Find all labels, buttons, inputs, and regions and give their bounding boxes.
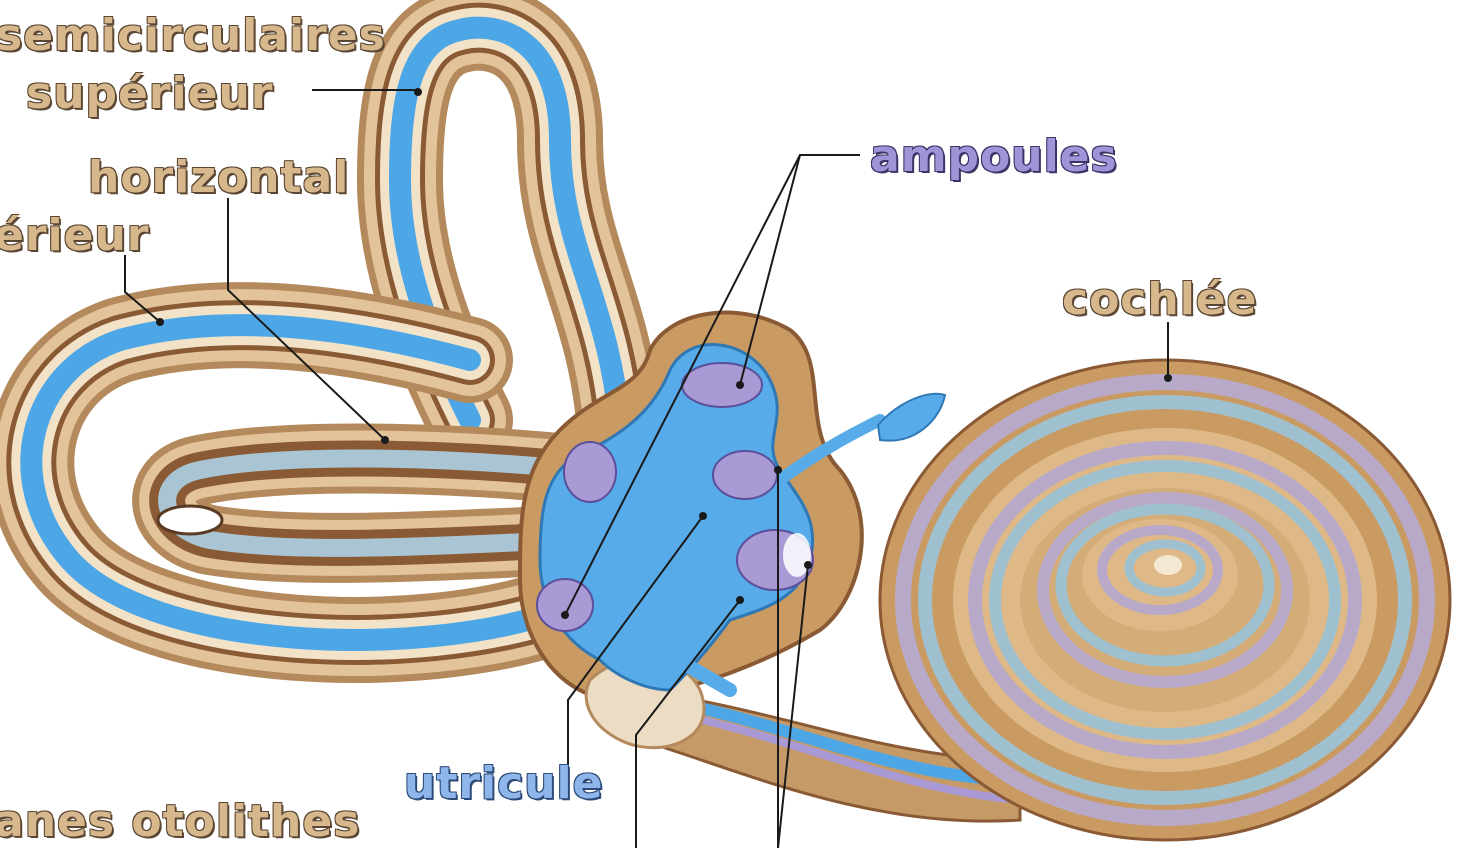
label-otolith-organs: anes otolithes — [0, 800, 360, 844]
label-superior: supérieur — [26, 72, 274, 116]
label-posterior: érieur — [0, 214, 150, 258]
horizontal-canal — [158, 458, 580, 547]
label-ampullae: ampoules — [870, 135, 1118, 179]
label-horizontal: horizontal — [88, 156, 349, 200]
label-semicircular-canals: semicirculaires — [0, 14, 386, 58]
label-cochlea: cochlée — [1062, 278, 1257, 322]
label-utricle: utricule — [404, 762, 603, 806]
